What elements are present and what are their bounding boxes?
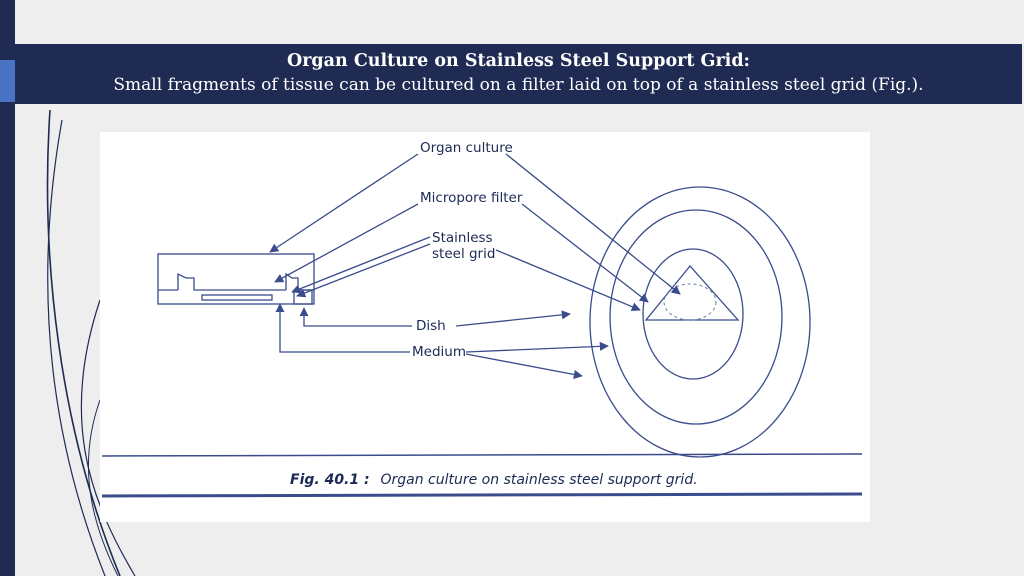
caption: Fig. 40.1 : Organ culture on stainless s… [290, 472, 698, 488]
label-micropore-filter: Micropore filter [420, 190, 523, 206]
arrow-grid-side-a [291, 236, 431, 294]
arrow-grid-side-b [296, 243, 431, 298]
accent-block [0, 60, 15, 102]
arrow-dish-side [299, 307, 412, 327]
arrow-filter-top [521, 203, 649, 303]
arrow-medium-top-a [465, 341, 609, 353]
caption-text: Organ culture on stainless steel support… [380, 472, 697, 488]
slide-subtitle: Small fragments of tissue can be culture… [113, 75, 924, 95]
title-banner: Organ Culture on Stainless Steel Support… [15, 44, 1022, 104]
caption-number: Fig. 40.1 : [290, 472, 370, 488]
arrow-grid-top [495, 249, 641, 312]
label-organ-culture: Organ culture [420, 140, 513, 156]
caption-rule-bottom [101, 492, 863, 498]
figure-panel: Organ culture Micropore filter Stainless… [100, 132, 870, 522]
label-stainless-line1: Stainless [432, 230, 493, 246]
side-view-dish [157, 253, 315, 305]
organ-culture-diagram: Organ culture Micropore filter Stainless… [101, 140, 863, 498]
arrow-medium-side [275, 303, 410, 353]
arrow-medium-top-b [465, 353, 583, 379]
slide-title: Organ Culture on Stainless Steel Support… [286, 51, 751, 71]
label-medium: Medium [412, 344, 466, 360]
arrow-organ-top [505, 153, 681, 295]
label-dish: Dish [416, 318, 446, 334]
arrow-dish-top [455, 310, 571, 327]
caption-rule-top [101, 453, 863, 457]
top-view-dish [589, 186, 811, 458]
arrow-organ-side [269, 153, 419, 253]
label-stainless-line2: steel grid [432, 246, 495, 262]
arrow-filter-side [274, 203, 419, 283]
left-sidebar-bar [0, 0, 15, 576]
